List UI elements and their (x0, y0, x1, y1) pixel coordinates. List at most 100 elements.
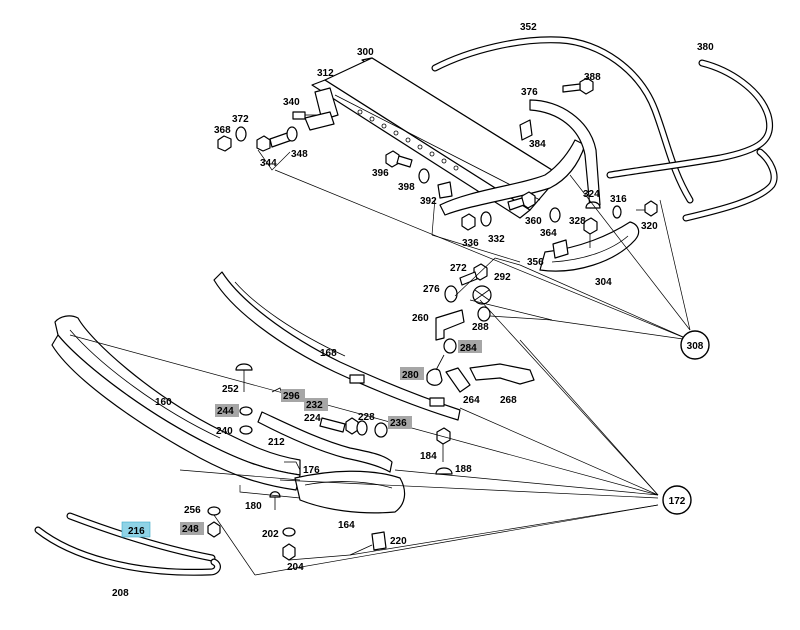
label-328: 328 (569, 216, 586, 227)
label-380: 380 (697, 42, 714, 53)
washer-284 (443, 338, 457, 354)
label-244: 244 (217, 406, 234, 417)
clip-384 (519, 119, 533, 141)
bracket-268 (469, 363, 535, 385)
label-292: 292 (494, 272, 511, 283)
hex-nut-204 (282, 543, 296, 561)
rubber-strip-380 (606, 59, 778, 222)
bumper-guard-164 (294, 470, 406, 514)
label-272: 272 (450, 263, 467, 274)
washer-236 (374, 422, 388, 438)
label-352: 352 (520, 22, 537, 33)
bolt-292 (472, 285, 492, 305)
bolt-340 (292, 111, 318, 120)
label-252: 252 (222, 384, 239, 395)
reference-circle-172: 172 (662, 485, 692, 515)
svg-text:172: 172 (669, 496, 686, 507)
washer-202 (282, 527, 296, 537)
rubber-strip-216 (66, 512, 216, 562)
bracket-260 (435, 309, 465, 341)
label-300: 300 (357, 47, 374, 58)
label-256: 256 (184, 505, 201, 516)
label-164: 164 (338, 520, 355, 531)
washer-372 (235, 126, 247, 142)
label-240: 240 (216, 426, 233, 437)
washer-256 (207, 506, 221, 516)
label-360: 360 (525, 216, 542, 227)
washer-288 (477, 306, 491, 322)
label-280: 280 (402, 370, 419, 381)
label-180: 180 (245, 501, 262, 512)
label-264: 264 (463, 395, 480, 406)
washer-240 (239, 425, 253, 435)
label-296: 296 (283, 391, 300, 402)
label-320: 320 (641, 221, 658, 232)
label-316: 316 (610, 194, 627, 205)
washer-364 (549, 207, 561, 223)
hex-nut-368 (217, 135, 232, 152)
label-168: 168 (320, 348, 337, 359)
highlight-boxes (121, 340, 482, 538)
nut-188 (435, 467, 453, 475)
label-232: 232 (306, 400, 323, 411)
label-236: 236 (390, 418, 407, 429)
washer-332 (480, 211, 492, 227)
label-336: 336 (462, 238, 479, 249)
bolt-360 (507, 191, 536, 211)
bolt-328 (583, 217, 598, 248)
washer-398 (418, 168, 430, 184)
label-276: 276 (423, 284, 440, 295)
bolt-320 (636, 200, 658, 217)
hex-nut-336 (461, 213, 476, 231)
label-184: 184 (420, 451, 437, 462)
label-188: 188 (455, 464, 472, 475)
rear-corner-piece-304 (539, 221, 640, 272)
svg-text:308: 308 (687, 341, 704, 352)
label-220: 220 (390, 536, 407, 547)
label-312: 312 (317, 68, 334, 79)
bracket-176 (284, 461, 301, 471)
clip-356 (552, 239, 569, 259)
label-288: 288 (472, 322, 489, 333)
label-398: 398 (398, 182, 415, 193)
label-224: 224 (304, 413, 321, 424)
label-392: 392 (420, 196, 437, 207)
label-372: 372 (232, 114, 249, 125)
reference-circle-308: 308 (680, 330, 710, 360)
label-208: 208 (112, 588, 129, 599)
rear-bumper-bar-300 (311, 57, 561, 219)
clip-392 (437, 181, 453, 199)
label-202: 202 (262, 529, 279, 540)
label-268: 268 (500, 395, 517, 406)
bolt-396 (385, 150, 413, 168)
bar-holes (357, 109, 459, 171)
hex-nut-248 (207, 521, 221, 538)
label-248: 248 (182, 524, 199, 535)
label-324: 324 (583, 189, 600, 200)
bolt-280 (426, 354, 445, 386)
bracket-264 (445, 367, 471, 393)
washer-228 (356, 420, 368, 436)
front-bumper-160 (51, 315, 301, 491)
bolt-224 (319, 417, 359, 435)
label-260: 260 (412, 313, 429, 324)
strip-212 (257, 411, 393, 473)
label-396: 396 (372, 168, 389, 179)
clip-220 (371, 531, 387, 551)
label-388: 388 (584, 72, 601, 83)
label-376: 376 (521, 87, 538, 98)
bolt-180 (269, 491, 281, 510)
label-368: 368 (214, 125, 231, 136)
screw-252 (235, 363, 253, 392)
label-204: 204 (287, 562, 304, 573)
rubber-strip-352 (431, 36, 694, 204)
washer-348 (286, 126, 298, 142)
label-216: 216 (128, 526, 145, 537)
washer-316 (612, 205, 622, 219)
label-384: 384 (529, 139, 546, 150)
part-number-labels: 352 380 300 312 340 372 368 344 348 388 … (112, 22, 714, 599)
label-340: 340 (283, 97, 300, 108)
bumper-rail-168 (213, 271, 461, 421)
label-348: 348 (291, 149, 308, 160)
